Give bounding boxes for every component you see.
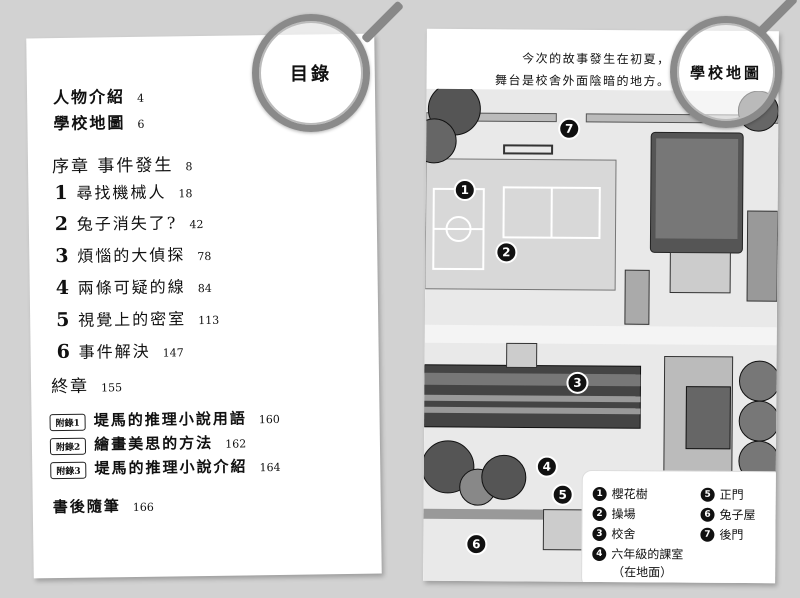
- legend-label: 校舍: [611, 527, 636, 542]
- toc-entry-chapter-5[interactable]: 5 視覺上的密室 113: [56, 305, 219, 331]
- toc-entry-page: 147: [162, 346, 184, 360]
- toc-entry-school-map[interactable]: 學校地圖 6: [53, 109, 144, 134]
- toc-entry-title: 堤馬的推理小說介紹: [94, 457, 248, 478]
- legend-item: 3 校舍: [592, 525, 635, 542]
- toc-entry-characters[interactable]: 人物介紹 4: [53, 83, 144, 108]
- toc-entry-title: 人物介紹: [52, 87, 126, 108]
- map-intro: 今次的故事發生在初夏， 舞台是校舍外面陰暗的地方。: [495, 47, 671, 92]
- map-marker-rabbit-hutch[interactable]: 6: [465, 533, 488, 556]
- map-marker-school-building[interactable]: 3: [566, 371, 589, 394]
- appendix-tag: 附錄3: [50, 461, 87, 480]
- legend-item: 2 操場: [592, 505, 636, 522]
- toc-entry-chapter-6[interactable]: 6 事件解決 147: [56, 337, 183, 363]
- legend-label: 櫻花樹: [611, 487, 648, 502]
- legend-label: 操場: [611, 507, 636, 522]
- toc-entry-chapter-2[interactable]: 2 兔子消失了? 42: [55, 209, 204, 235]
- map-marker-main-gate[interactable]: 5: [551, 483, 574, 506]
- toc-entry-page: 160: [258, 412, 280, 427]
- legend-label: 兔子屋: [719, 507, 756, 523]
- legend-item-note: （在地面）: [612, 563, 672, 580]
- toc-entry-page: 84: [197, 281, 212, 296]
- map-legend: 1 櫻花樹 2 操場 3 校舍 4 六年級的課室 （在地面） 5 正門 6 兔子…: [581, 469, 779, 584]
- toc-entry-title: 繪畫美思的方法: [94, 433, 214, 454]
- toc-entry-title: 書後隨筆: [52, 497, 121, 517]
- toc-entry-title: 兩條可疑的線: [77, 277, 186, 298]
- toc-entry-afterword[interactable]: 書後隨筆 166: [53, 495, 154, 517]
- toc-entry-title: 堤馬的推理小說用語: [93, 409, 247, 430]
- toc-entry-chapter-3[interactable]: 3 煩惱的大偵探 78: [55, 241, 211, 267]
- toc-entry-appendix-1[interactable]: 附錄1 堤馬的推理小說用語 160: [49, 407, 280, 432]
- map-marker-cherry-tree[interactable]: 1: [453, 178, 476, 202]
- toc-entry-page: 42: [189, 218, 204, 232]
- toc-entry-page: 78: [197, 249, 212, 264]
- appendix-tag: 附錄2: [49, 437, 87, 456]
- appendix-tag: 附錄1: [49, 413, 86, 432]
- toc-entry-epilogue[interactable]: 終章 155: [50, 371, 123, 398]
- toc-entry-page: 8: [185, 160, 193, 174]
- toc-entry-chapter-1[interactable]: 1 尋找機械人 18: [54, 178, 192, 204]
- legend-number: 3: [592, 526, 607, 541]
- legend-item: 4 六年級的課室: [592, 545, 683, 563]
- chapter-number: 5: [56, 308, 70, 332]
- chapter-number: 2: [54, 212, 69, 236]
- map-intro-line: 今次的故事發生在初夏，: [522, 51, 671, 67]
- toc-entry-appendix-2[interactable]: 附錄2 繪畫美思的方法 162: [49, 431, 247, 456]
- toc-entry-page: 155: [101, 381, 123, 395]
- chapter-number: 3: [55, 244, 69, 268]
- toc-entry-title: 尋找機械人: [76, 182, 167, 203]
- magnifier-handle-icon: [360, 0, 405, 44]
- toc-entry-title: 學校地圖: [53, 113, 126, 134]
- toc-entry-title: 事件解決: [78, 341, 151, 362]
- chapter-number: 4: [55, 276, 70, 300]
- toc-entry-title: 序章 事件發生: [51, 155, 174, 178]
- toc-entry-page: 4: [137, 91, 145, 105]
- map-marker-classroom[interactable]: 4: [535, 455, 558, 478]
- toc-heading-magnifier-icon: 目錄: [252, 14, 370, 132]
- toc-entry-page: 166: [132, 500, 154, 515]
- legend-number: 5: [700, 487, 715, 502]
- toc-entry-appendix-3[interactable]: 附錄3 堤馬的推理小說介紹 164: [50, 455, 281, 480]
- toc-entry-page: 18: [178, 187, 193, 201]
- toc-entry-page: 6: [137, 117, 145, 131]
- legend-item: 7 後門: [700, 526, 743, 543]
- toc-entry-chapter-4[interactable]: 4 兩條可疑的線 84: [56, 273, 212, 299]
- toc-entry-prologue[interactable]: 序章 事件發生 8: [52, 150, 193, 177]
- legend-number: 7: [700, 527, 715, 542]
- toc-entry-title: 視覺上的密室: [78, 309, 187, 330]
- toc-entry-title: 煩惱的大偵探: [77, 245, 186, 266]
- toc-entry-page: 164: [259, 460, 281, 475]
- chapter-number: 1: [54, 181, 68, 205]
- legend-label: 後門: [719, 527, 744, 542]
- chapter-number: 6: [56, 340, 71, 364]
- legend-item: 5 正門: [700, 486, 744, 503]
- legend-number: 2: [592, 506, 607, 521]
- map-marker-back-gate[interactable]: 7: [558, 117, 581, 140]
- map-heading: 學校地圖: [689, 63, 762, 82]
- toc-entry-page: 162: [225, 437, 247, 451]
- legend-label: 六年級的課室: [611, 547, 684, 562]
- legend-number: 4: [592, 546, 607, 561]
- map-marker-playground[interactable]: 2: [495, 241, 518, 264]
- toc-heading: 目錄: [290, 64, 332, 85]
- legend-item: 6 兔子屋: [700, 506, 756, 523]
- toc-entry-page: 113: [198, 313, 220, 328]
- legend-label: 正門: [719, 487, 744, 503]
- toc-entry-title: 兔子消失了?: [76, 213, 178, 234]
- legend-label: （在地面）: [612, 565, 673, 580]
- legend-number: 6: [700, 507, 715, 522]
- legend-item: 1 櫻花樹: [592, 485, 648, 502]
- legend-number: 1: [592, 486, 607, 501]
- toc-entry-title: 終章: [50, 376, 90, 398]
